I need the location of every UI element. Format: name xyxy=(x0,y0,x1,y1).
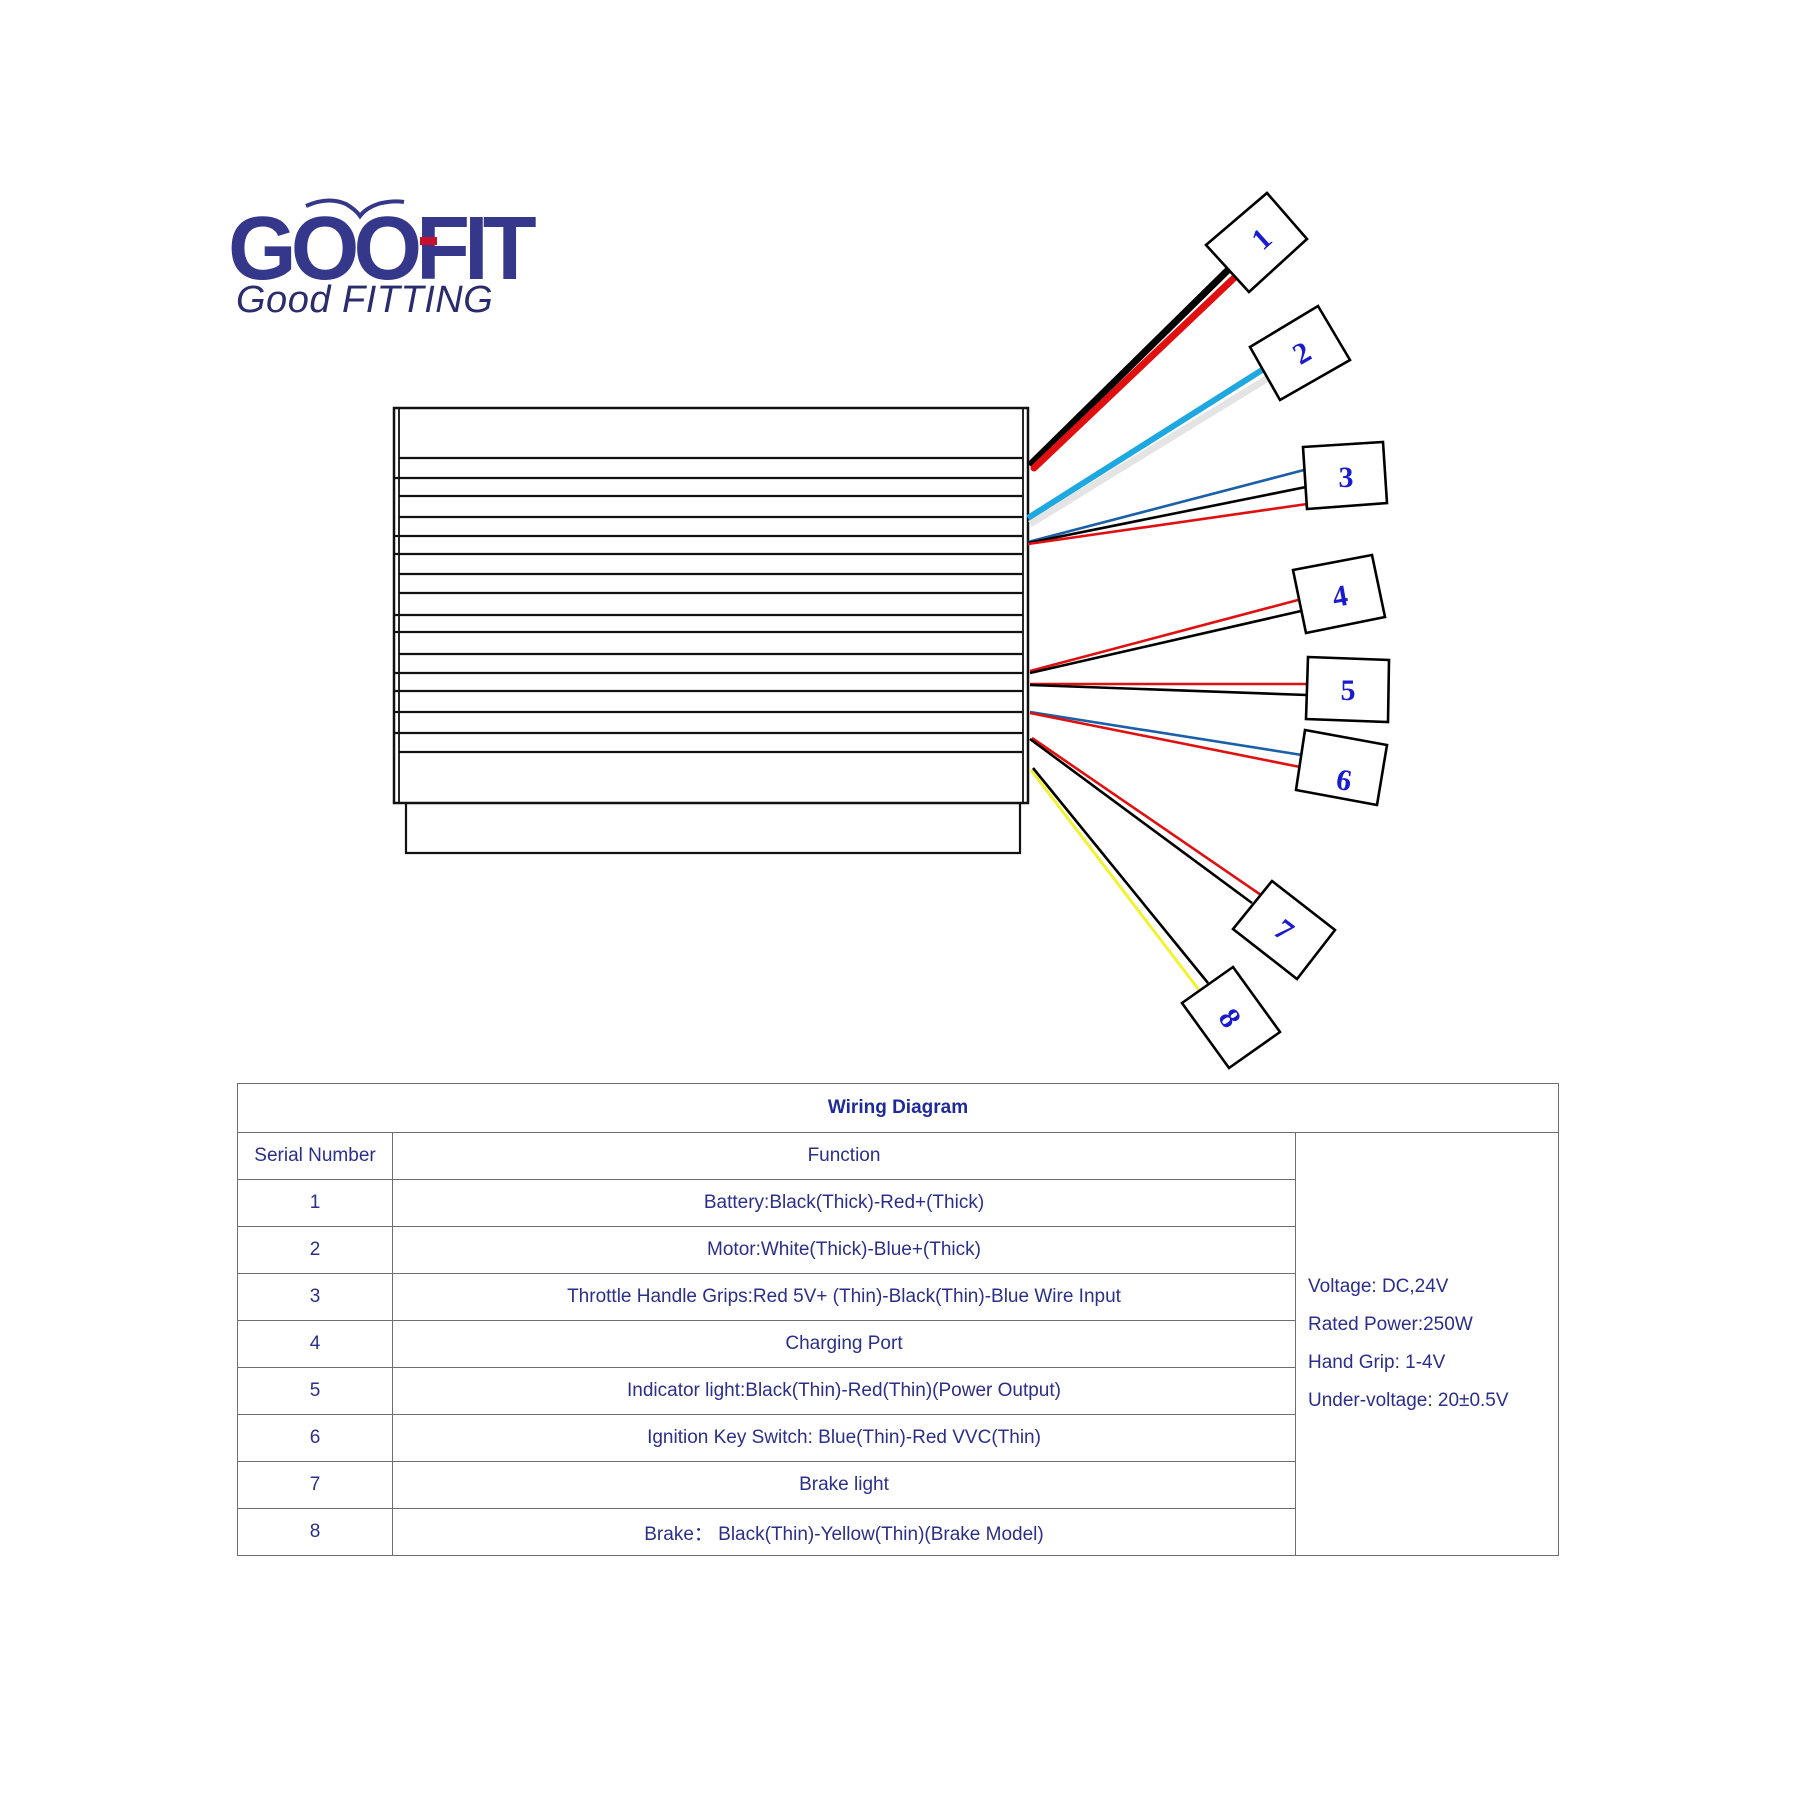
table-row: 1 Battery:Black(Thick)-Red+(Thick) xyxy=(237,1179,1559,1227)
logo-brand-prefix: GOO xyxy=(228,199,422,299)
table-row: 8 Brake： Black(Thin)-Yellow(Thin)(Brake … xyxy=(237,1508,1559,1556)
heatsink-fins xyxy=(394,456,1023,754)
connector-6: 6 xyxy=(1294,728,1389,807)
connector-7: 7 xyxy=(1231,879,1337,981)
connector-3: 3 xyxy=(1301,440,1389,511)
connector-2: 2 xyxy=(1248,304,1352,402)
connector-4-label: 4 xyxy=(1330,579,1351,614)
table-row: 2 Motor:White(Thick)-Blue+(Thick) xyxy=(237,1226,1559,1274)
table-title-row: Wiring Diagram xyxy=(237,1083,1559,1133)
row-serial: 7 xyxy=(237,1461,393,1509)
header-serial-number: Serial Number xyxy=(237,1132,393,1180)
connector-4: 4 xyxy=(1291,553,1387,635)
row-function: Battery:Black(Thick)-Red+(Thick) xyxy=(392,1179,1296,1227)
table-row: 3 Throttle Handle Grips:Red 5V+ (Thin)-B… xyxy=(237,1273,1559,1321)
goofit-logo: GOOFIT Good FITTING xyxy=(228,192,537,322)
connector-1: 1 xyxy=(1204,191,1309,294)
row-function: Ignition Key Switch: Blue(Thin)-Red VVC(… xyxy=(392,1414,1296,1462)
controller-box xyxy=(392,406,1030,855)
spec-voltage: Voltage: DC,24V xyxy=(1308,1276,1449,1297)
row-serial: 8 xyxy=(237,1508,393,1556)
connector-5: 5 xyxy=(1304,655,1391,724)
specifications-cell: Voltage: DC,24V Rated Power:250W Hand Gr… xyxy=(1295,1132,1559,1556)
row-function: Charging Port xyxy=(392,1320,1296,1368)
logo-red-dash-icon xyxy=(420,237,437,245)
table-title: Wiring Diagram xyxy=(237,1083,1559,1133)
table-row: 4 Charging Port xyxy=(237,1320,1559,1368)
wire-group-3 xyxy=(1027,468,1308,546)
logo-brand-suffix: FIT xyxy=(416,199,537,299)
controller-wiring-diagram: 1 2 3 4 5 6 7 8 xyxy=(392,191,1391,1070)
table-header-row: Serial Number Function Voltage: DC,24V R… xyxy=(237,1132,1559,1556)
connector-3-label: 3 xyxy=(1339,461,1354,494)
spec-hand-grip: Hand Grip: 1-4V xyxy=(1308,1352,1446,1373)
spec-rated-power: Rated Power:250W xyxy=(1308,1314,1473,1335)
wire-group-6 xyxy=(1029,710,1303,769)
row-serial: 4 xyxy=(237,1320,393,1368)
wiring-table: Wiring Diagram Serial Number Function Vo… xyxy=(237,1083,1559,1556)
logo-tagline: Good FITTING xyxy=(236,279,494,321)
row-function: Brake： Black(Thin)-Yellow(Thin)(Brake Mo… xyxy=(392,1508,1296,1556)
row-serial: 5 xyxy=(237,1367,393,1415)
row-function: Indicator light:Black(Thin)-Red(Thin)(Po… xyxy=(392,1367,1296,1415)
wire-group-8 xyxy=(1029,767,1210,991)
header-function: Function xyxy=(392,1132,1296,1180)
wire-group-1 xyxy=(1028,266,1238,472)
row-serial: 2 xyxy=(237,1226,393,1274)
connector-8: 8 xyxy=(1180,965,1282,1070)
wire-group-7 xyxy=(1029,736,1262,905)
logo-wing-arc-icon xyxy=(305,198,405,220)
row-serial: 6 xyxy=(237,1414,393,1462)
wire-group-2 xyxy=(1026,367,1270,527)
row-function: Throttle Handle Grips:Red 5V+ (Thin)-Bla… xyxy=(392,1273,1296,1321)
row-serial: 1 xyxy=(237,1179,393,1227)
connector-5-label: 5 xyxy=(1341,674,1356,707)
spec-under-voltage: Under-voltage: 20±0.5V xyxy=(1308,1390,1509,1411)
row-function: Motor:White(Thick)-Blue+(Thick) xyxy=(392,1226,1296,1274)
table-row: 5 Indicator light:Black(Thin)-Red(Thin)(… xyxy=(237,1367,1559,1415)
wire-group-4 xyxy=(1029,598,1302,675)
wire-group-5 xyxy=(1029,682,1308,697)
row-serial: 3 xyxy=(237,1273,393,1321)
connector-6-label: 6 xyxy=(1334,763,1355,798)
table-row: 6 Ignition Key Switch: Blue(Thin)-Red VV… xyxy=(237,1414,1559,1462)
row-function: Brake light xyxy=(392,1461,1296,1509)
logo-brand: GOOFIT xyxy=(228,204,537,294)
